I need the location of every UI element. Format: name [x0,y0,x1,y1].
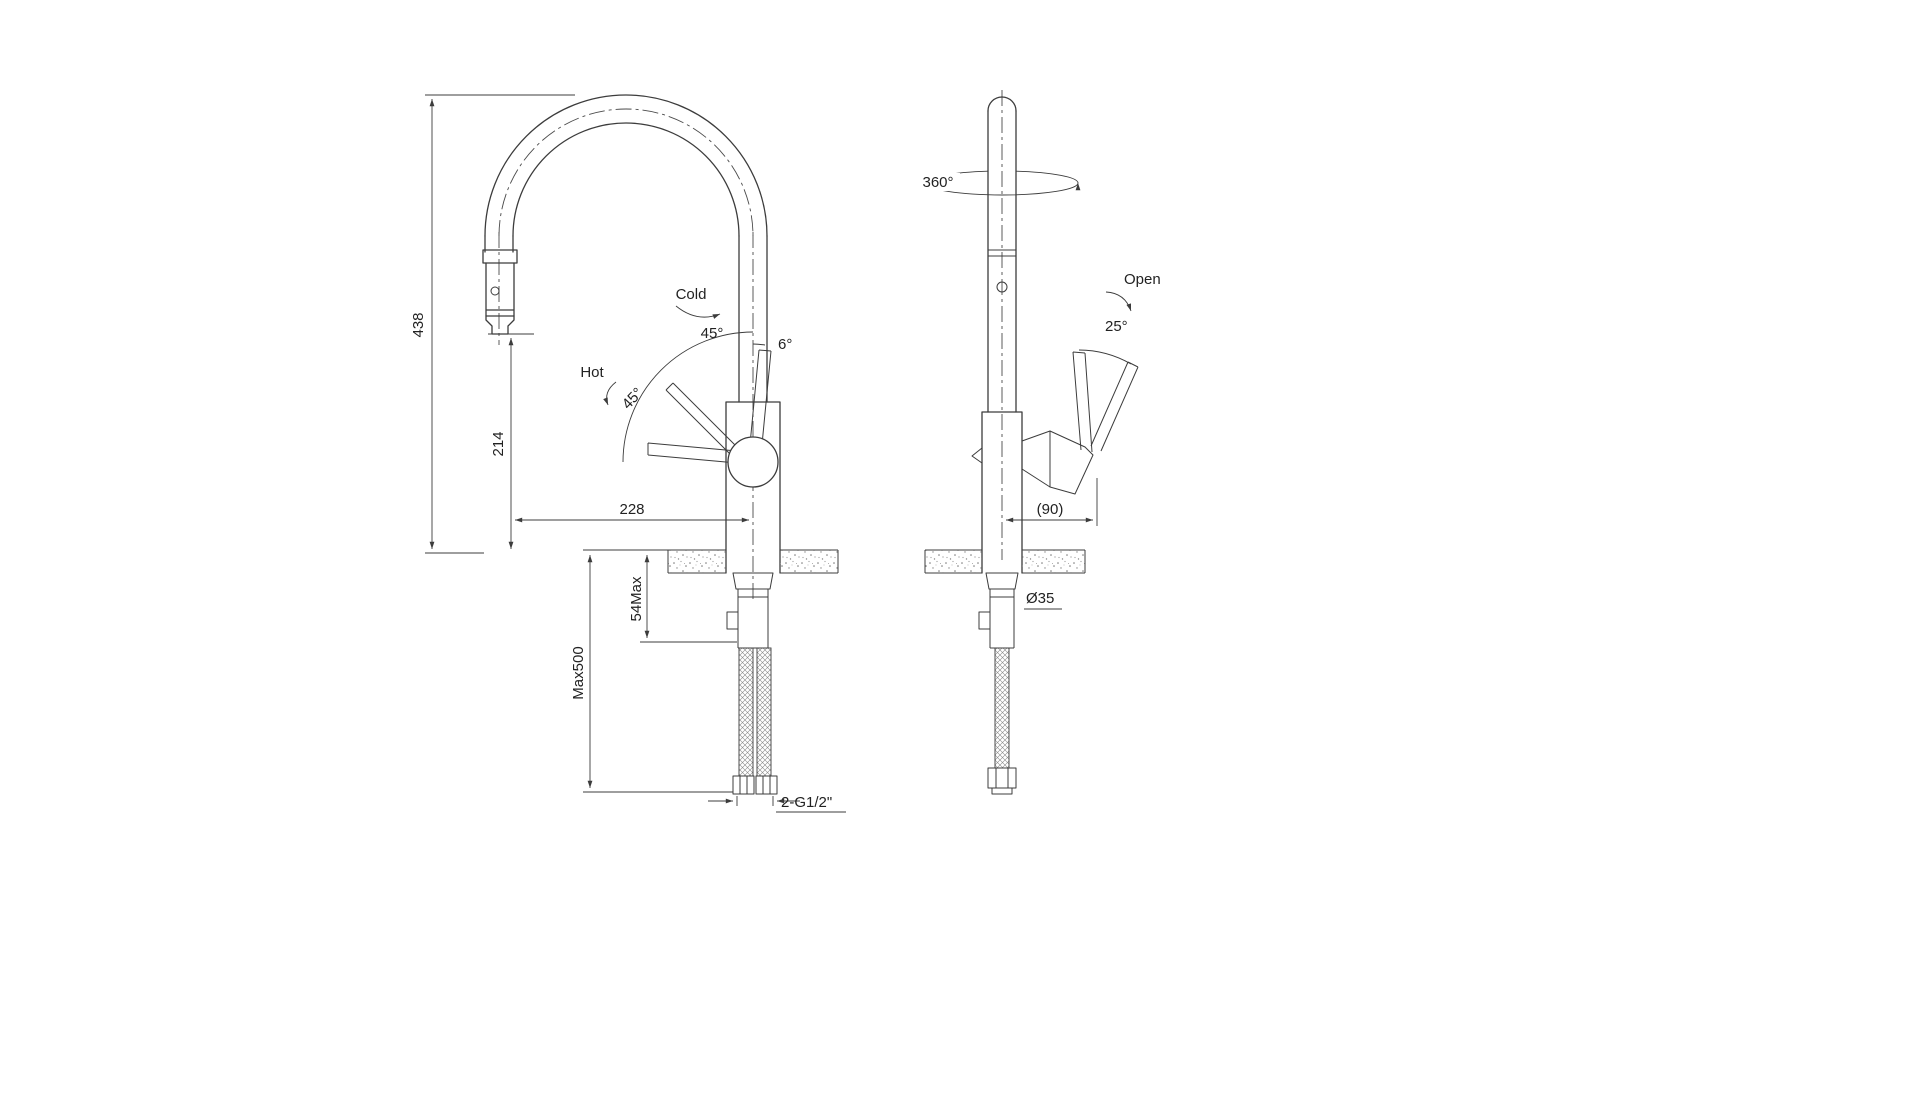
gooseneck-centerline [498,108,754,237]
shank-tab [726,611,739,630]
dim-max500-label: Max500 [570,646,587,699]
handle-side-positions: 25° Open [1072,271,1161,453]
undercounter-front [726,572,778,795]
dim-438-label: 438 [410,312,427,337]
sprayer-button [490,286,500,296]
angle-arc-6deg [752,343,766,346]
side-view: 360° 25° Open (90) [916,90,1161,795]
dimension-total-height: 438 [410,94,575,554]
counter-hatch-right-side [1022,550,1085,573]
dim-54max-label: 54Max [628,576,645,622]
angle-arc-25deg [1078,349,1132,365]
hot-direction-arrow [603,381,617,406]
pipe-button [996,281,1008,293]
cold-angle-label: 45° [701,325,724,342]
body-left-notch [971,447,983,464]
ext-lines-54max [583,549,737,643]
ext-lines-438 [425,94,575,554]
dimension-spout-height: 214 [488,333,534,549]
counter-hatch-left [668,550,726,573]
cold-label: Cold [676,286,707,303]
handle-open-position [1090,361,1139,452]
rotation-label-bg [916,173,960,191]
hot-label: Hot [580,364,604,381]
dimension-thread: 2-G1/2" [708,794,846,813]
left-leg [484,235,514,253]
hose-nut-right [755,775,778,795]
front-view: 45° 45° 6° Cold Hot 438 [410,94,846,813]
handle-joint [727,436,779,488]
dim-thread-label: 2-G1/2" [781,794,832,811]
handle-closed-position [1072,351,1093,453]
angle-arc-90deg [622,331,754,463]
dim-228-label: 228 [619,501,644,518]
hose-left [738,647,754,777]
hose-nut-side [987,767,1017,789]
rotation-indicator: 360° [916,170,1081,196]
pipe-sides [987,110,1017,413]
mounting-shank-side [989,589,1015,649]
riser-pipe [987,96,1017,413]
open-direction-arrow [1105,291,1132,312]
valve-cone [1021,430,1051,488]
dimension-side-offset: (90) [1006,478,1098,526]
hose-right [756,647,772,777]
handle-socket [1049,430,1094,495]
handle-angle-annotations: 45° 45° 6° Cold Hot [580,286,792,463]
pull-down-sprayer [482,249,518,335]
mounting-flange [732,572,774,590]
dim-214-label: 214 [490,431,507,456]
centerlines-front [498,108,754,600]
hose-side [994,647,1010,769]
countertop-side [924,549,1086,574]
counter-hatch-left-side [925,550,982,573]
gooseneck-outer-arc [484,94,768,237]
open-angle-label: 25° [1105,318,1128,335]
pipe-cap [987,96,1017,112]
gooseneck-inner-arc [512,122,740,237]
right-leg [738,235,768,403]
rotation-back-arc-right [1015,170,1079,184]
body-side-outline [981,411,1023,574]
counter-outline-side [924,549,1086,574]
dimension-hose-length: Max500 [570,555,733,793]
sprayer-body [485,262,515,317]
undercounter-side: Ø35 [978,572,1062,795]
tilt-angle-label: 6° [778,336,792,353]
hot-angle-label: 45° [619,385,647,413]
shank-tab-side [978,611,991,630]
ext-lines-thread [736,796,774,806]
hose-nut-cap [991,787,1013,795]
countertop-front [667,549,839,574]
faucet-body-front [725,401,781,574]
body-outline [725,401,781,574]
counter-hatch-right [780,550,838,573]
hose-nut-left [732,775,755,795]
open-label: Open [1124,271,1161,288]
gooseneck-spout [484,94,768,403]
rotation-label: 360° [922,174,953,191]
cold-direction-arrow [675,305,721,319]
sprayer-nozzle [485,315,515,335]
handle-positions [647,349,779,488]
dim-hole-label: Ø35 [1026,590,1054,607]
pipe-junction [988,249,1016,257]
counter-outline [667,549,839,574]
mounting-flange-side [985,572,1019,590]
dim-90-label: (90) [1037,501,1064,518]
dimension-deck-thickness: 54Max [583,549,737,643]
faucet-body-side [971,411,1094,574]
handle-45deg-position [665,382,744,461]
dimension-reach: 228 [515,501,749,523]
sprayer-collar [482,249,518,264]
